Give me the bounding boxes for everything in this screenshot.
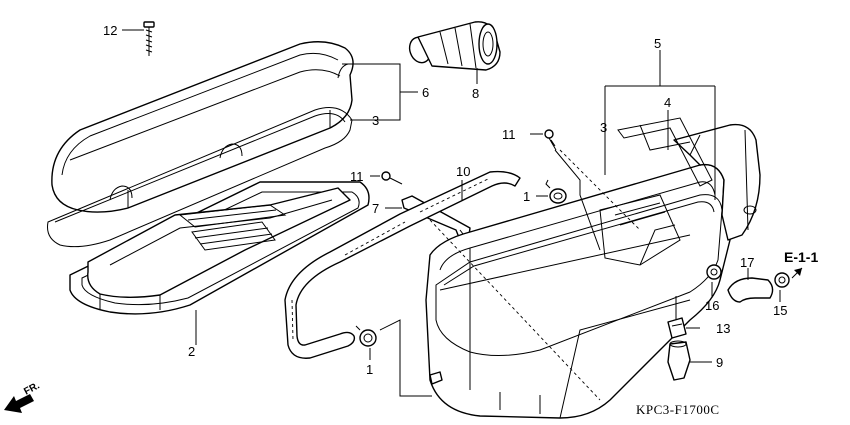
callout-17: 17 [740,255,754,270]
screw-11-top [544,129,557,151]
callout-2: 2 [188,344,195,359]
clamp-16 [706,264,722,280]
filter-mesh [178,204,287,251]
drain-plug-9 [667,340,691,381]
connecting-tube-8 [408,21,501,71]
callout-6: 6 [422,85,429,100]
callout-15: 15 [773,303,787,318]
clamp-15 [774,272,790,288]
front-direction-arrow: FR. [4,380,42,413]
drain-hose-17 [727,277,774,303]
callout-4: 4 [664,95,671,110]
breather-hose-10 [284,170,521,359]
front-label: FR. [22,380,42,397]
callout-13: 13 [716,321,730,336]
air-cleaner-cover-6 [51,41,354,213]
clamp-1-bottom [355,325,377,347]
callout-12: 12 [103,23,117,38]
callout-1-top: 1 [523,189,530,204]
clip-13 [667,317,687,339]
gasket-left [47,107,353,248]
air-cleaner-housing [425,123,761,419]
diagram-code: KPC3-F1700C [636,402,720,417]
callout-1-bottom: 1 [366,362,373,377]
callout-9: 9 [716,355,723,370]
callout-5: 5 [654,36,661,51]
callout-labels: 12 8 6 3 5 4 3 11 11 10 1 7 2 1 17 16 15… [103,23,787,377]
screw-12 [143,21,155,56]
screw-11-left [381,171,403,185]
filter-element-2 [69,181,370,315]
clamp-1-top [545,179,567,204]
callout-11-top: 11 [502,127,516,142]
callout-11-left: 11 [350,169,364,184]
reference-label: E-1-1 [784,249,818,265]
callout-3-left: 3 [372,113,379,128]
callout-10: 10 [456,164,470,179]
reference-arrow [791,267,803,279]
callout-8: 8 [472,86,479,101]
gasket-right [435,194,723,357]
callout-3-right: 3 [600,120,607,135]
callout-7: 7 [372,201,379,216]
gasket-4 [617,117,713,187]
callout-16: 16 [705,298,719,313]
leader-lines [122,29,781,401]
